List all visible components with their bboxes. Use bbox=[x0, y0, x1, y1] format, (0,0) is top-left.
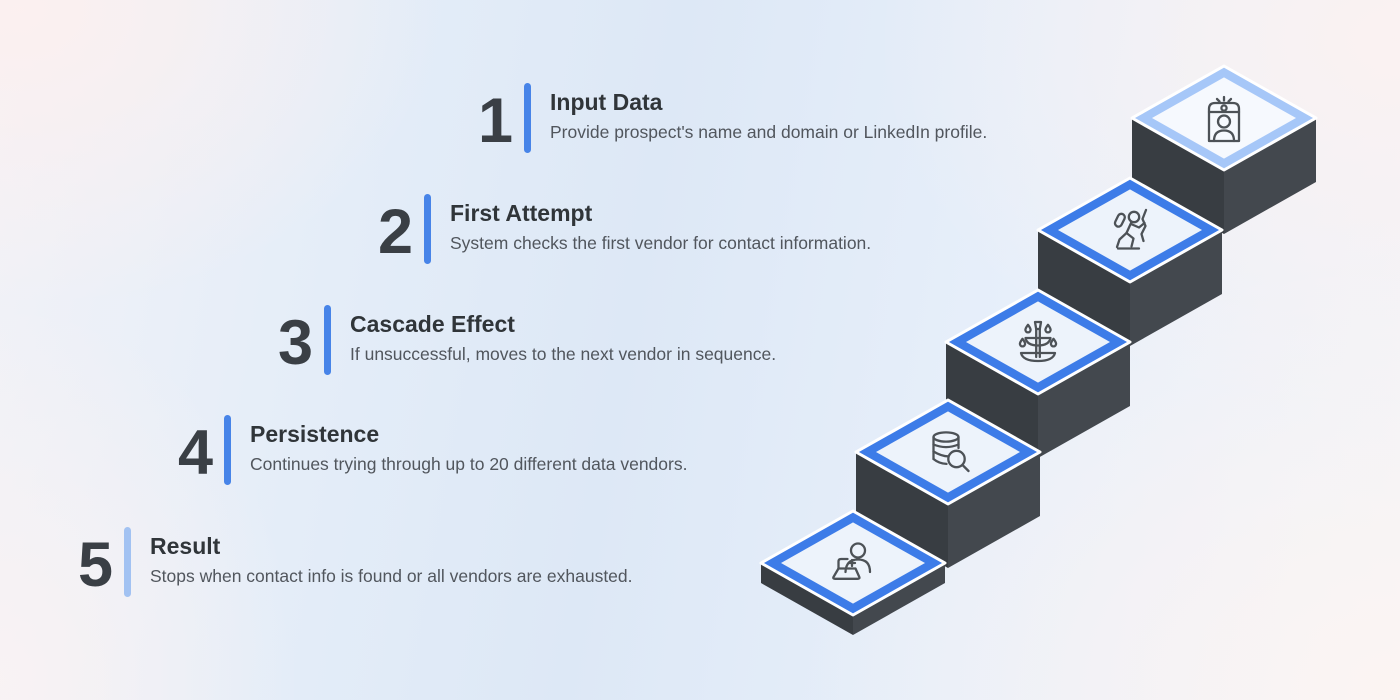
stair-prism-left bbox=[856, 452, 948, 568]
step-description: Provide prospect's name and domain or Li… bbox=[550, 121, 988, 142]
stair-prism-left bbox=[1132, 118, 1224, 234]
stair-tile-face bbox=[1152, 77, 1296, 159]
stair-step-4 bbox=[854, 398, 1042, 568]
step-number: 1 bbox=[477, 86, 513, 156]
stair-tile-border bbox=[759, 509, 947, 617]
step-row-3: 3 Cascade Effect If unsuccessful, moves … bbox=[232, 305, 776, 375]
contact-card-icon bbox=[1207, 95, 1241, 143]
stair-prism-right bbox=[1038, 342, 1130, 458]
stair-tile-border bbox=[944, 288, 1132, 396]
stair-prism-left bbox=[946, 342, 1038, 458]
step-number: 4 bbox=[177, 418, 213, 488]
fountain-icon bbox=[1018, 320, 1058, 363]
stair-step-3 bbox=[944, 288, 1132, 458]
step-accent-bar bbox=[324, 305, 331, 375]
climber-icon bbox=[1113, 208, 1148, 250]
step-number: 3 bbox=[277, 308, 313, 378]
stair-tile-face bbox=[876, 411, 1020, 493]
stair-tile-border bbox=[1036, 176, 1224, 284]
stair-prism-right bbox=[1130, 230, 1222, 346]
stair-prism-right bbox=[948, 452, 1040, 568]
stair-tile-face bbox=[781, 522, 925, 604]
stair-tile-border bbox=[1130, 64, 1318, 172]
step-title: Cascade Effect bbox=[350, 311, 515, 337]
database-search-icon bbox=[932, 431, 970, 473]
step-description: Continues trying through up to 20 differ… bbox=[250, 453, 688, 474]
stair-tile-face bbox=[1058, 189, 1202, 271]
step-title: Persistence bbox=[250, 421, 380, 447]
step-row-1: 1 Input Data Provide prospect's name and… bbox=[432, 83, 987, 153]
stair-step-2 bbox=[1036, 176, 1224, 346]
step-row-5: 5 Result Stops when contact info is foun… bbox=[32, 527, 633, 597]
stair-step-1 bbox=[1130, 64, 1318, 234]
step-description: System checks the first vendor for conta… bbox=[450, 232, 872, 253]
step-title: First Attempt bbox=[450, 200, 593, 226]
stair-prism-right bbox=[1224, 118, 1316, 234]
step-title: Input Data bbox=[550, 89, 663, 115]
stair-prism-left bbox=[1038, 230, 1130, 346]
step-description: If unsuccessful, moves to the next vendo… bbox=[350, 343, 777, 364]
stair-tile-face bbox=[966, 301, 1110, 383]
step-title: Result bbox=[150, 533, 221, 559]
step-number: 5 bbox=[77, 530, 113, 600]
step-accent-bar bbox=[424, 194, 431, 264]
person-laptop-plus-icon bbox=[832, 542, 872, 580]
step-row-4: 4 Persistence Continues trying through u… bbox=[132, 415, 687, 485]
step-accent-bar bbox=[524, 83, 531, 153]
step-row-2: 2 First Attempt System checks the first … bbox=[332, 194, 871, 264]
step-description: Stops when contact info is found or all … bbox=[150, 565, 633, 586]
stair-tile-border bbox=[854, 398, 1042, 506]
step-accent-bar bbox=[224, 415, 231, 485]
stair-prism-right bbox=[853, 563, 945, 635]
stair-prism-left bbox=[761, 563, 853, 635]
stair-step-5 bbox=[759, 509, 947, 635]
step-accent-bar bbox=[124, 527, 131, 597]
step-number: 2 bbox=[377, 197, 413, 267]
